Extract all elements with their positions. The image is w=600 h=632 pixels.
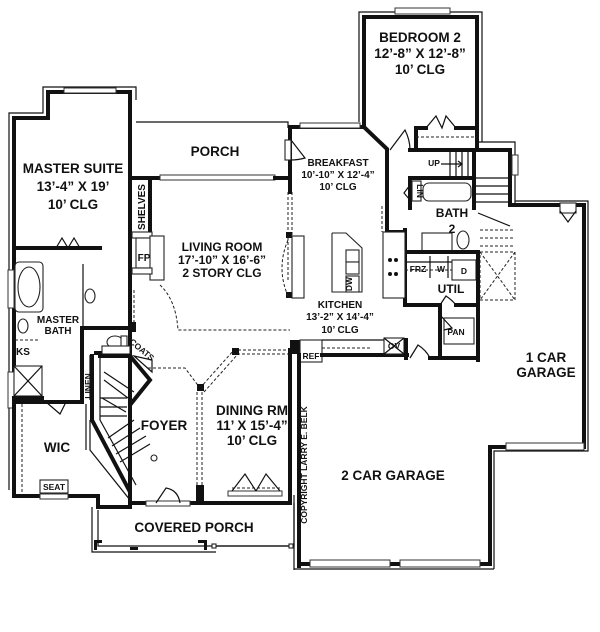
kitchen-ceiling: 10’ CLG <box>321 325 358 336</box>
breakfast-ceiling: 10’ CLG <box>319 182 356 193</box>
toilet-icon <box>456 230 470 250</box>
kitchen-island: DW <box>331 232 363 293</box>
kitchen-walls: DW <box>290 188 442 363</box>
dining-rm-size: 11’ X 15’-4” <box>216 418 287 433</box>
breakfast-size: 10’-10” X 12’-4” <box>301 170 374 181</box>
master-suite-size: 13’-4” X 19’ <box>37 179 110 194</box>
fireplace-label: FP <box>138 253 151 264</box>
living-room-size: 17’-10” X 16’-6” <box>178 253 266 267</box>
living-room-name: LIVING ROOM <box>182 240 263 254</box>
dining-rm-name: DINING RM <box>216 403 288 418</box>
breakfast-name: BREAKFAST <box>307 158 368 169</box>
bedroom2-ceiling: 10’ CLG <box>395 62 445 77</box>
bathtub-icon <box>422 182 472 202</box>
dishwasher-label: DW <box>344 276 354 291</box>
breakfast-walls <box>284 122 389 232</box>
living-room-lines <box>133 192 305 331</box>
master-bath-fixtures <box>12 261 132 404</box>
sink-icon <box>84 288 96 304</box>
master-suite-walls <box>7 86 137 502</box>
staircase-foyer <box>90 354 158 502</box>
master-suite-name: MASTER SUITE <box>23 161 124 176</box>
bath2-number: 2 <box>449 222 456 236</box>
copyright-label: COPYRIGHT LARRY E. BELK <box>299 405 309 523</box>
ks-label: KS <box>16 347 30 358</box>
living-room-ceiling: 2 STORY CLG <box>182 266 261 280</box>
garage-door-left <box>309 559 391 568</box>
entry-doors <box>145 472 283 507</box>
linen-label: LINEN <box>83 373 93 399</box>
garage1-name2: GARAGE <box>516 365 575 380</box>
wic-walls <box>12 400 132 509</box>
dryer-label: D <box>461 266 467 276</box>
refrigerator-label: REF <box>303 351 320 361</box>
freezer-label: FRZ <box>410 264 427 274</box>
lin-label: LIN <box>415 184 425 198</box>
covered-porch <box>91 503 295 553</box>
util-name: UTIL <box>438 282 465 296</box>
dining-rm-ceiling: 10’ CLG <box>227 433 277 448</box>
porch-name: PORCH <box>191 144 240 159</box>
bathtub-icon <box>17 266 41 308</box>
shelves-label: SHELVES <box>137 184 148 230</box>
garage2-name: 2 CAR GARAGE <box>341 468 445 483</box>
covered-porch-name: COVERED PORCH <box>134 520 253 535</box>
bedroom2-walls <box>358 7 483 151</box>
sink-icon <box>17 318 29 334</box>
bedroom2-size: 12’-8” X 12’-8” <box>374 46 466 61</box>
master-double-door <box>55 236 81 249</box>
bath2-name: BATH <box>436 206 468 220</box>
wic-name: WIC <box>44 440 70 455</box>
garage1-name: 1 CAR <box>526 350 567 365</box>
room-labels: MASTER SUITE 13’-4” X 19’ 10’ CLG PORCH … <box>16 30 576 535</box>
seat-label: SEAT <box>43 482 66 492</box>
bedroom2-name: BEDROOM 2 <box>379 30 461 45</box>
oven-label: OV <box>388 341 401 351</box>
utility-room <box>403 250 480 307</box>
foyer-name: FOYER <box>141 418 188 433</box>
master-bath-name: MASTER <box>37 315 80 326</box>
pantry-label: PAN <box>447 327 464 337</box>
kitchen-name: KITCHEN <box>318 300 362 311</box>
kitchen-size: 13’-2” X 14’-4” <box>306 312 374 323</box>
master-bath-name2: BATH <box>44 326 71 337</box>
stairs-up-label: UP <box>428 158 440 168</box>
pantry <box>438 303 480 362</box>
washer-label: W <box>437 264 446 274</box>
garage-door-single <box>505 442 585 451</box>
garage-door-right <box>399 559 481 568</box>
shelves-fireplace <box>131 178 165 281</box>
master-suite-ceiling: 10’ CLG <box>48 197 98 212</box>
